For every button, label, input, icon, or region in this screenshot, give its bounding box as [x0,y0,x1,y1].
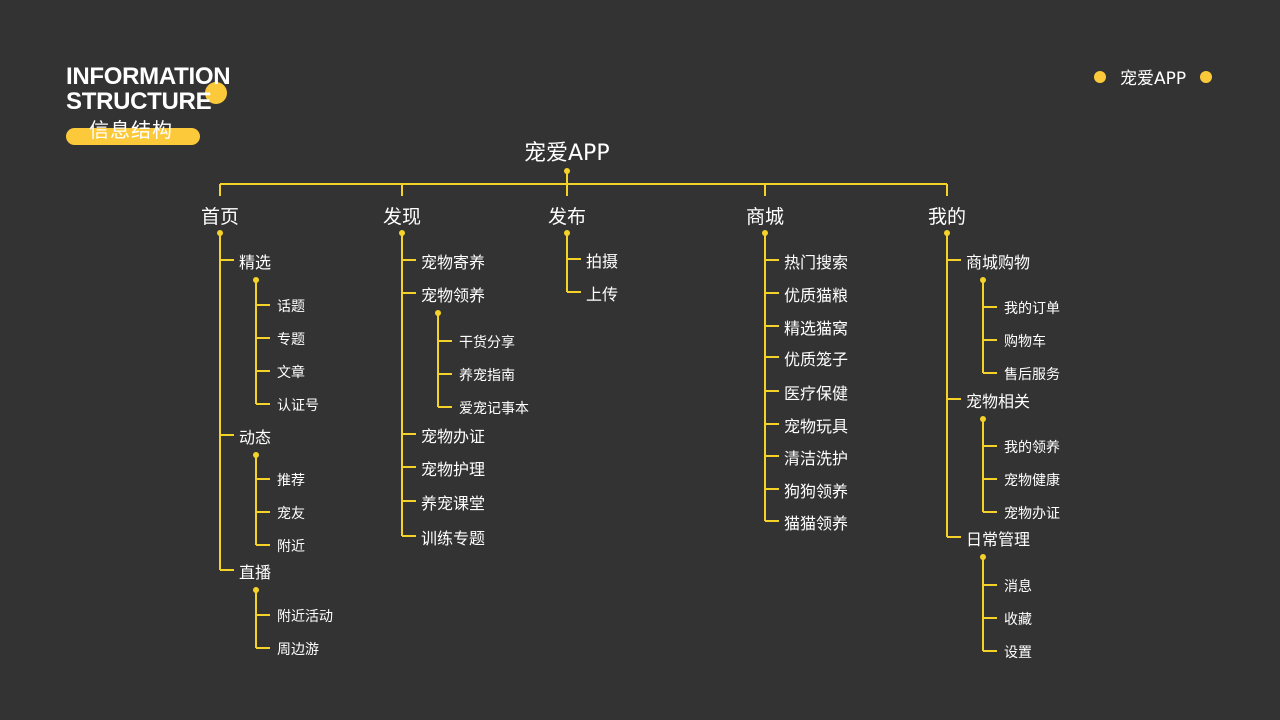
header-title-en: INFORMATION STRUCTURE [66,63,231,115]
section-0-item-0-sub-0: 话题 [277,299,305,315]
section-3-item-8: 猫猫领养 [784,514,849,533]
section-4-item-2: 日常管理 [966,530,1031,549]
section-4-item-0-sub-1: 购物车 [1004,334,1046,350]
section-1-label: 发现 [383,206,422,228]
section-3-item-0: 热门搜索 [784,253,849,272]
badge-dot-right [1200,70,1213,83]
header-accent-dot [205,82,227,104]
section-1-item-1: 宠物领养 [421,286,486,305]
section-3-label: 商城 [746,206,785,228]
section-4-item-1: 宠物相关 [966,392,1031,411]
section-4-label: 我的 [928,206,967,228]
badge-label: 宠爱APP [1120,69,1187,89]
section-4-item-2-sub-0: 消息 [1004,579,1032,595]
section-1-item-1-sub-2: 爱宠记事本 [459,401,529,417]
section-0-item-2-sub-1: 周边游 [277,642,319,658]
section-3-item-4: 医疗保健 [784,384,849,403]
section-0-item-1-sub-2: 附近 [277,539,305,555]
header-title-cn: 信息结构 [89,118,173,142]
section-0-item-2-sub-0: 附近活动 [277,609,333,625]
section-0-item-0-sub-1: 专题 [277,332,305,348]
section-1-item-5: 训练专题 [421,529,486,548]
section-0-item-2: 直播 [239,563,272,582]
header-title-line2: STRUCTURE [66,88,212,115]
section-2-item-1: 上传 [586,285,619,304]
section-4-item-0-sub-2: 售后服务 [1004,367,1060,383]
section-4-item-2-sub-1: 收藏 [1004,612,1032,628]
section-0-item-1-sub-0: 推荐 [277,473,305,489]
tree-root-node: 宠爱APP [524,141,610,166]
section-1-item-1-sub-0: 干货分享 [459,335,515,351]
section-0-item-1-sub-1: 宠友 [277,506,305,522]
section-2-item-0: 拍摄 [586,252,619,271]
section-0-item-0-sub-2: 文章 [277,365,305,381]
section-1-item-0: 宠物寄养 [421,253,486,272]
section-3-item-2: 精选猫窝 [784,319,849,338]
section-4-item-0-sub-0: 我的订单 [1004,301,1060,317]
header-pill [66,128,200,145]
section-3-item-6: 清洁洗护 [784,449,849,468]
section-2-label: 发布 [548,206,587,228]
section-0-label: 首页 [201,206,240,228]
section-0-item-0-sub-3: 认证号 [277,398,319,414]
header-title-line1: INFORMATION [66,63,231,90]
section-0-item-0: 精选 [239,253,272,272]
badge-dot-left [1094,70,1106,83]
section-1-item-3: 宠物护理 [421,460,486,479]
section-3-item-3: 优质笼子 [784,350,849,369]
section-1-item-4: 养宠课堂 [421,494,486,513]
section-1-item-1-sub-1: 养宠指南 [459,368,515,384]
section-4-item-2-sub-2: 设置 [1004,645,1032,661]
section-1-item-2: 宠物办证 [421,427,486,446]
section-0-item-1: 动态 [239,428,272,447]
app-badge: 宠爱APP [1094,64,1213,89]
section-4-item-1-sub-0: 我的领养 [1004,440,1060,456]
section-4-item-0: 商城购物 [966,253,1031,272]
section-3-item-1: 优质猫粮 [784,286,849,305]
section-3-item-7: 狗狗领养 [784,482,849,501]
section-4-item-1-sub-2: 宠物办证 [1004,506,1060,522]
section-3-item-5: 宠物玩具 [784,417,849,436]
section-4-item-1-sub-1: 宠物健康 [1004,473,1060,489]
